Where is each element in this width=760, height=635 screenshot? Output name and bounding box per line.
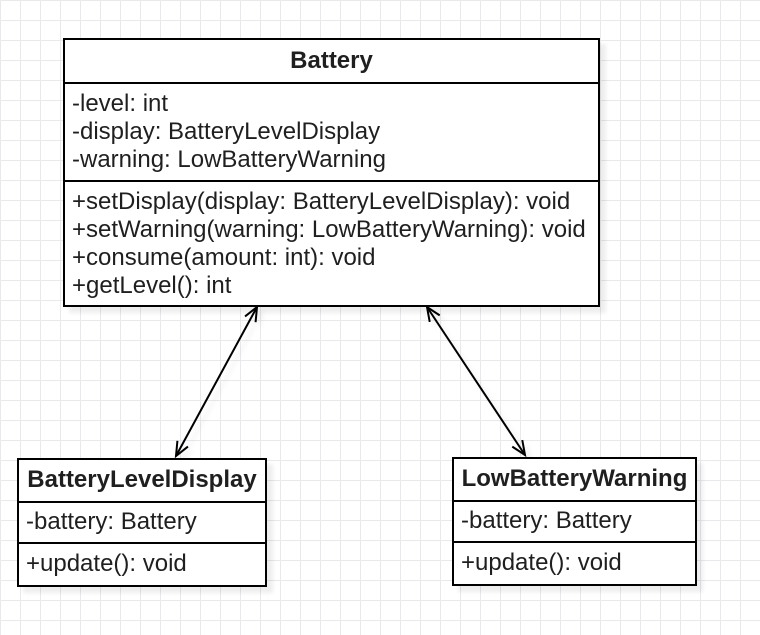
class-attribute: -warning: LowBatteryWarning bbox=[72, 146, 386, 173]
association-battery-warning[interactable] bbox=[425, 304, 527, 458]
class-method: +setDisplay(display: BatteryLevelDisplay… bbox=[72, 188, 571, 216]
class-attribute: -level: int bbox=[72, 90, 169, 117]
class-attribute: -battery: Battery bbox=[461, 507, 632, 534]
battery-attributes-section: -level: int -display: BatteryLevelDispla… bbox=[65, 84, 598, 183]
class-attribute: -display: BatteryLevelDisplay bbox=[72, 118, 381, 145]
class-title-battery: Battery bbox=[65, 40, 598, 84]
class-box-battery[interactable]: Battery -level: int -display: BatteryLev… bbox=[63, 38, 600, 307]
class-box-low-battery-warning[interactable]: LowBatteryWarning -battery: Battery +upd… bbox=[452, 457, 697, 586]
display-methods-section: +update(): void bbox=[19, 544, 265, 585]
class-attribute: -battery: Battery bbox=[26, 508, 197, 535]
warning-attributes-section: -battery: Battery bbox=[454, 502, 695, 543]
class-method: +getLevel(): int bbox=[72, 272, 232, 300]
battery-methods-section: +setDisplay(display: BatteryLevelDisplay… bbox=[65, 182, 598, 305]
association-battery-display[interactable] bbox=[174, 304, 259, 459]
warning-methods-section: +update(): void bbox=[454, 543, 695, 584]
display-attributes-section: -battery: Battery bbox=[19, 503, 265, 544]
class-title-battery-level-display: BatteryLevelDisplay bbox=[19, 460, 265, 503]
class-method: +consume(amount: int): void bbox=[72, 244, 376, 272]
class-method: +setWarning(warning: LowBatteryWarning):… bbox=[72, 216, 586, 244]
class-box-battery-level-display[interactable]: BatteryLevelDisplay -battery: Battery +u… bbox=[17, 458, 267, 587]
class-method: +update(): void bbox=[461, 549, 622, 576]
class-method: +update(): void bbox=[26, 550, 187, 577]
class-title-low-battery-warning: LowBatteryWarning bbox=[454, 459, 695, 502]
